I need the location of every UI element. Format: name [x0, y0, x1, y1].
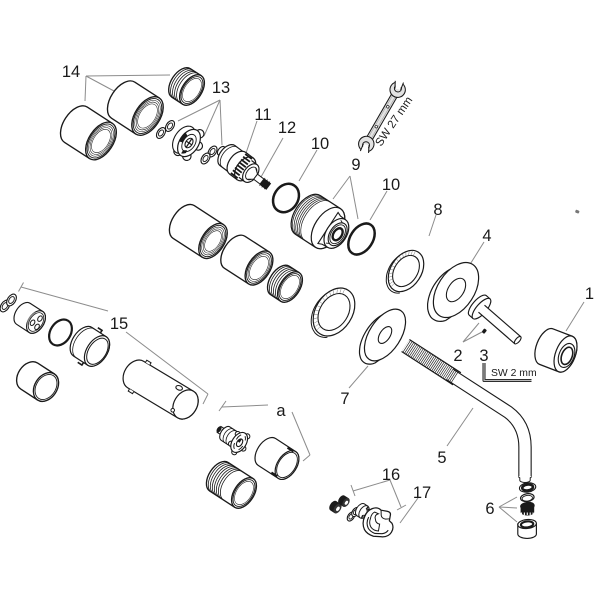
svg-text:6: 6: [485, 500, 494, 518]
svg-text:15: 15: [110, 315, 128, 333]
svg-text:2: 2: [453, 347, 462, 365]
svg-text:17: 17: [413, 484, 431, 502]
svg-text:10: 10: [311, 135, 329, 153]
svg-text:8: 8: [433, 201, 442, 219]
svg-text:14: 14: [62, 63, 80, 81]
svg-text:5: 5: [437, 449, 446, 467]
svg-text:1: 1: [585, 285, 594, 303]
svg-text:7: 7: [340, 390, 349, 408]
svg-text:13: 13: [212, 79, 230, 97]
svg-text:16: 16: [382, 466, 400, 484]
svg-text:SW 2 mm: SW 2 mm: [491, 368, 537, 379]
svg-text:10: 10: [382, 176, 400, 194]
svg-text:a: a: [276, 402, 286, 420]
svg-text:3: 3: [479, 347, 488, 365]
svg-text:4: 4: [482, 227, 491, 245]
svg-text:11: 11: [254, 106, 271, 124]
svg-text:12: 12: [278, 119, 296, 137]
svg-text:9: 9: [351, 156, 360, 174]
